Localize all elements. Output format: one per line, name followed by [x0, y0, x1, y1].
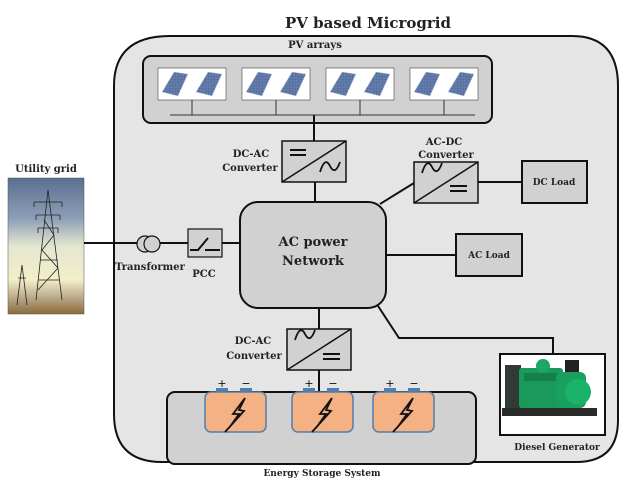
dc-load-label: DC Load: [533, 178, 576, 188]
battery-icon[interactable]: +−: [372, 377, 435, 433]
plus-terminal-label: +: [217, 377, 226, 390]
pv-panel-group: [409, 67, 479, 115]
dc-load[interactable]: DC Load: [521, 160, 588, 204]
solar-panel-icon: [279, 71, 307, 97]
pv-converter-label-2: Converter: [222, 163, 278, 174]
ess-converter-label-2: Converter: [226, 351, 282, 362]
acdc-converter-label-1: AC-DC: [425, 137, 463, 148]
diesel-generator-label: Diesel Generator: [514, 443, 600, 453]
solar-panel-icon: [245, 71, 273, 97]
ess-dc-ac-converter[interactable]: [286, 328, 352, 371]
dc-symbol-icon: [450, 185, 467, 192]
ess-label: Energy Storage System: [263, 469, 381, 479]
transformer-icon[interactable]: [136, 235, 161, 253]
lightning-bolt-icon: [392, 397, 414, 433]
network-label-1: AC power: [277, 235, 347, 250]
ac-symbol-icon: [421, 162, 443, 174]
battery-icon[interactable]: +−: [291, 377, 354, 433]
ess-converter-label-1: DC-AC: [235, 336, 272, 347]
transformer-label: Transformer: [115, 262, 186, 273]
network-to-acdc-line: [379, 182, 415, 205]
solar-panel-icon: [195, 71, 223, 97]
network-to-generator-line: [377, 305, 554, 354]
minus-terminal-label: −: [328, 377, 337, 390]
plus-terminal-label: +: [385, 377, 394, 390]
acdc-converter-label-2: Converter: [418, 150, 474, 161]
solar-panel-icon: [363, 71, 391, 97]
minus-terminal-label: −: [409, 377, 418, 390]
ac-dc-converter[interactable]: [413, 161, 479, 204]
pv-panel-group: [157, 67, 227, 115]
pcc-label: PCC: [192, 269, 215, 280]
ac-load[interactable]: AC Load: [455, 233, 523, 277]
minus-terminal-label: −: [241, 377, 250, 390]
solar-panel-icon: [447, 71, 475, 97]
ac-symbol-icon: [294, 329, 316, 341]
pv-arrays-box: [142, 55, 493, 124]
switch-icon: [190, 237, 220, 251]
lightning-bolt-icon: [224, 397, 246, 433]
solar-panel-icon: [413, 71, 441, 97]
network-label-2: Network: [282, 254, 345, 269]
solar-panel-icon: [329, 71, 357, 97]
pv-dc-ac-converter[interactable]: [281, 140, 347, 183]
dc-symbol-icon: [290, 149, 306, 156]
transmission-tower-icon: [16, 189, 63, 306]
diesel-generator-image[interactable]: [499, 353, 606, 436]
pv-panel-group: [325, 67, 395, 115]
ac-load-label: AC Load: [467, 251, 510, 261]
ac-symbol-icon: [319, 161, 341, 173]
pv-converter-label-1: DC-AC: [233, 149, 270, 160]
lightning-bolt-icon: [311, 397, 333, 433]
diagram-title: PV based Microgrid: [285, 14, 451, 32]
dc-symbol-icon: [323, 353, 340, 360]
pv-panel-group: [241, 67, 311, 115]
utility-grid-image: [7, 177, 85, 315]
plus-terminal-label: +: [304, 377, 313, 390]
utility-grid-label: Utility grid: [15, 164, 77, 175]
pv-arrays-label: PV arrays: [288, 40, 342, 51]
ac-power-network[interactable]: AC power Network: [239, 201, 387, 309]
pcc-switch[interactable]: [187, 228, 223, 258]
solar-panel-icon: [161, 71, 189, 97]
battery-icon[interactable]: +−: [204, 377, 267, 433]
